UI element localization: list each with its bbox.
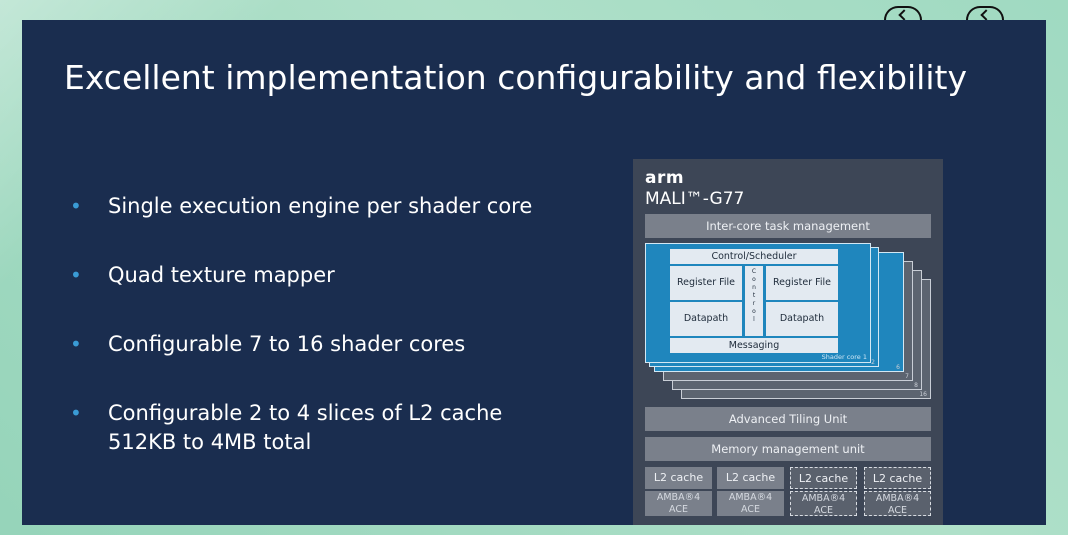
tiling-unit-bar: Advanced Tiling Unit (645, 407, 931, 431)
datapath-left-block: Datapath (670, 302, 742, 336)
amba-label: AMBA®4 (656, 492, 701, 503)
control-letter: l (753, 316, 755, 323)
amba-label: AMBA®4 (801, 493, 846, 504)
shader-core-layer-label: 2 (871, 359, 875, 366)
register-file-right-block: Register File (766, 266, 838, 300)
ace-label: ACE (814, 505, 833, 516)
amba-ace-block-optional: AMBA®4 ACE (864, 491, 931, 516)
amba-ace-block-optional: AMBA®4 ACE (790, 491, 857, 516)
shader-core-label: Shader core 1 (821, 353, 867, 361)
l2-cache-slice-optional: L2 cache (864, 467, 931, 489)
control-letter: o (752, 308, 756, 315)
mmu-bar: Memory management unit (645, 437, 931, 461)
bullet-item: • Configurable 7 to 16 shader cores (70, 330, 590, 359)
control-vertical-block: C o n t r o l (745, 266, 763, 336)
bullet-text: Quad texture mapper (108, 263, 335, 287)
control-letter: C (751, 268, 757, 275)
bullet-dot-icon: • (70, 401, 82, 425)
slide-title: Excellent implementation configurability… (64, 58, 967, 97)
bullet-text: Configurable 2 to 4 slices of L2 cache (108, 401, 503, 425)
control-scheduler-block: Control/Scheduler (670, 249, 838, 264)
bullet-text: Configurable 7 to 16 shader cores (108, 332, 466, 356)
register-file-left-block: Register File (670, 266, 742, 300)
control-letter: n (752, 284, 756, 291)
ace-label: ACE (741, 504, 760, 515)
shader-core-layer-label: 16 (919, 391, 927, 398)
messaging-block: Messaging (670, 338, 838, 353)
logo-icon (884, 6, 922, 20)
control-letter: r (752, 300, 756, 307)
bullet-item: • Quad texture mapper (70, 261, 590, 290)
bullet-item: • Configurable 2 to 4 slices of L2 cache… (70, 399, 590, 457)
control-letter: t (752, 292, 756, 299)
amba-ace-block: AMBA®4 ACE (717, 491, 784, 516)
shader-core-layer-label: 8 (914, 382, 918, 389)
l2-cache-slice: L2 cache (717, 467, 784, 489)
ace-label: ACE (888, 505, 907, 516)
bullet-dot-icon: • (70, 332, 82, 356)
presentation-slide: Excellent implementation configurability… (22, 20, 1046, 525)
control-letter: o (752, 276, 756, 283)
inter-core-task-bar: Inter-core task management (645, 214, 931, 238)
amba-label: AMBA®4 (728, 492, 773, 503)
ace-label: ACE (669, 504, 688, 515)
bullet-list: • Single execution engine per shader cor… (70, 192, 590, 497)
bullet-item: • Single execution engine per shader cor… (70, 192, 590, 221)
bullet-dot-icon: • (70, 263, 82, 287)
l2-cache-slice: L2 cache (645, 467, 712, 489)
amba-label: AMBA®4 (875, 493, 920, 504)
bullet-text-line2: 512KB to 4MB total (108, 430, 312, 454)
bullet-text: Single execution engine per shader core (108, 194, 533, 218)
arm-logo: arm (645, 168, 685, 188)
shader-core: Control/Scheduler Register File Register… (645, 243, 871, 363)
bullet-dot-icon: • (70, 194, 82, 218)
product-name: MALI™-G77 (645, 189, 745, 209)
shader-core-layer-label: 6 (896, 364, 900, 371)
datapath-right-block: Datapath (766, 302, 838, 336)
gpu-block-diagram: arm MALI™-G77 Inter-core task management… (633, 159, 943, 525)
logo-icon (966, 6, 1004, 20)
shader-core-layer-label: 7 (905, 373, 909, 380)
amba-ace-block: AMBA®4 ACE (645, 491, 712, 516)
l2-cache-slice-optional: L2 cache (790, 467, 857, 489)
